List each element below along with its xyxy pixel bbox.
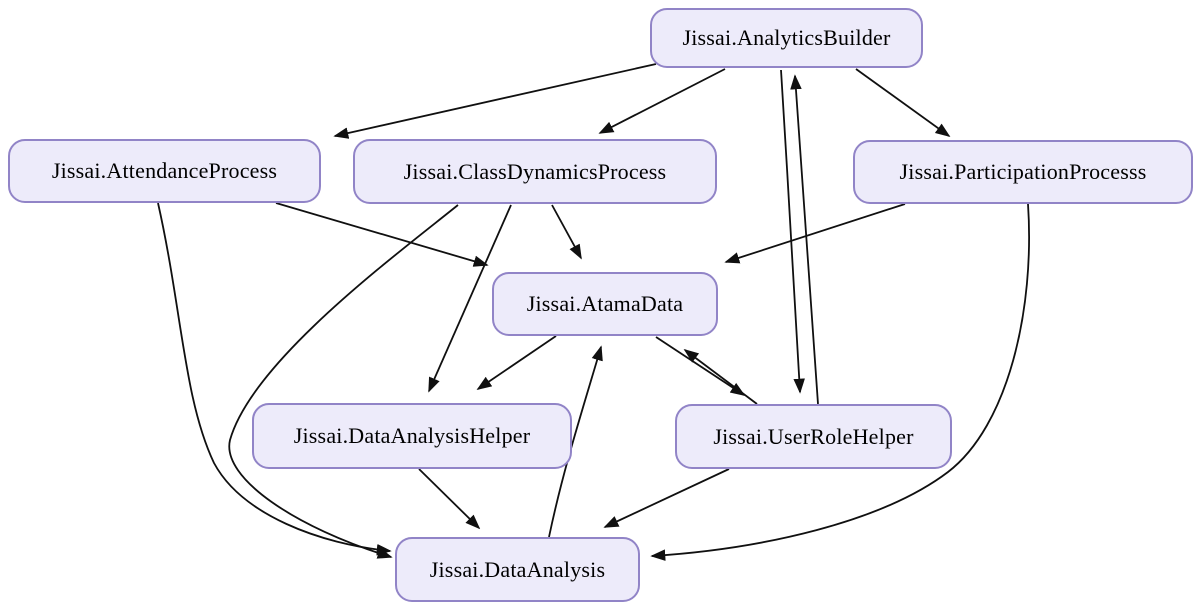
node-label: Jissai.DataAnalysis <box>429 556 606 582</box>
node-label: Jissai.AttendanceProcess <box>51 158 278 183</box>
edge-analyticsbuilder-to-participationprocesss <box>855 68 951 138</box>
node-label: Jissai.ParticipationProcesss <box>899 159 1147 184</box>
edge-atamadata-to-dataanalysishelper <box>476 335 557 390</box>
node-label: Jissai.ClassDynamicsProcess <box>403 158 667 184</box>
edge-participationprocesss-to-atamadata <box>724 203 906 264</box>
node-analytics-builder: Jissai.AnalyticsBuilder <box>650 8 923 68</box>
node-user-role-helper: Jissai.UserRoleHelper <box>675 404 952 469</box>
node-data-analysis-helper: Jissai.DataAnalysisHelper <box>252 403 572 469</box>
edge-classdynamicsprocess-to-atamadata <box>551 204 582 260</box>
edge-attendanceprocess-to-dataanalysis <box>157 202 392 556</box>
node-label: Jissai.UserRoleHelper <box>713 423 914 449</box>
edge-participationprocesss-to-dataanalysis <box>650 203 1030 561</box>
edge-attendanceprocess-to-atamadata <box>275 202 489 267</box>
edge-userrolehelper-to-atamadata <box>683 348 758 405</box>
node-class-dynamics-process: Jissai.ClassDynamicsProcess <box>353 139 717 204</box>
edge-analyticsbuilder-to-classdynamicsprocess <box>598 68 726 134</box>
node-label: Jissai.AtamaData <box>526 291 684 316</box>
node-label: Jissai.DataAnalysisHelper <box>293 423 531 448</box>
node-attendance-process: Jissai.AttendanceProcess <box>8 139 321 203</box>
edge-dataanalysis-to-atamadata <box>548 345 603 538</box>
edge-dataanalysishelper-to-dataanalysis <box>418 468 481 530</box>
edge-atamadata-to-userrolehelper <box>655 336 746 396</box>
node-data-analysis: Jissai.DataAnalysis <box>395 537 640 602</box>
edge-classdynamicsprocess-to-dataanalysishelper <box>428 204 512 393</box>
node-participation-processs: Jissai.ParticipationProcesss <box>853 140 1193 204</box>
edge-userrolehelper-to-dataanalysis <box>603 468 730 528</box>
node-atama-data: Jissai.AtamaData <box>492 272 718 336</box>
edge-userrolehelper-to-analyticsbuilder <box>790 74 819 405</box>
edge-classdynamicsprocess-to-dataanalysis <box>228 204 459 559</box>
edge-analyticsbuilder-to-attendanceprocess <box>333 63 657 139</box>
node-label: Jissai.AnalyticsBuilder <box>682 25 891 50</box>
